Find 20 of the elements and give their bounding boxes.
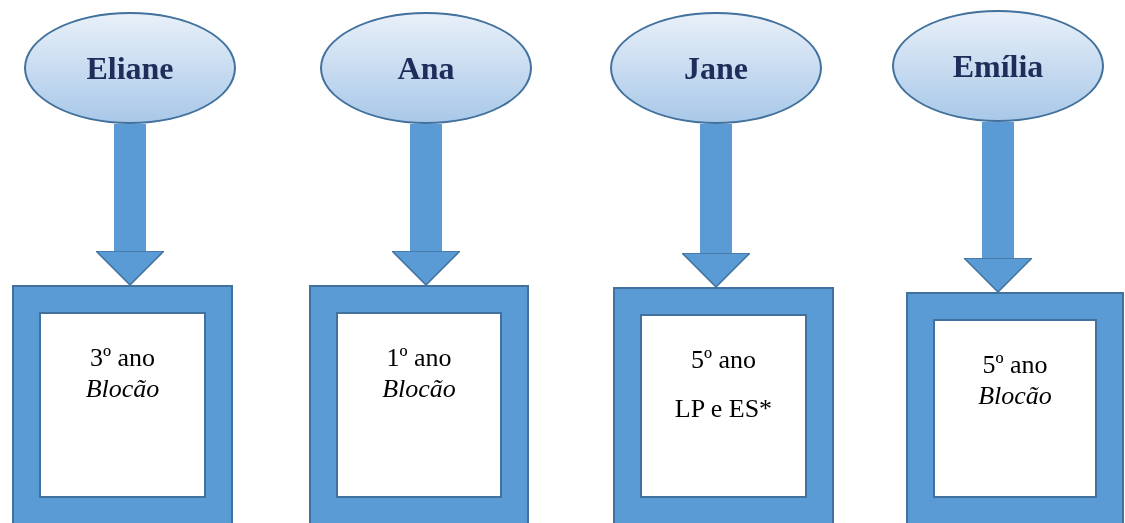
framed-box: [12, 285, 233, 523]
box-text: Blocão: [85, 373, 160, 405]
block-arrow: [95, 124, 165, 286]
box-text: Blocão: [978, 380, 1052, 412]
framed-box: [613, 287, 834, 523]
block-arrow: [681, 124, 751, 288]
block-arrow: [391, 124, 461, 286]
box-text: LP e ES*: [674, 393, 773, 425]
person-name: Emília: [952, 47, 1044, 85]
box-text: 3º ano: [89, 342, 156, 374]
framed-box: [906, 292, 1124, 523]
person-name: Ana: [397, 49, 455, 87]
framed-box: [309, 285, 529, 523]
box-text: 1º ano: [386, 342, 452, 374]
box-text: Blocão: [382, 373, 456, 405]
box-text: 5º ano: [982, 349, 1048, 381]
block-arrow: [963, 122, 1033, 293]
person-name: Jane: [684, 49, 748, 87]
box-text: 5º ano: [690, 344, 757, 376]
person-name: Eliane: [86, 49, 174, 87]
